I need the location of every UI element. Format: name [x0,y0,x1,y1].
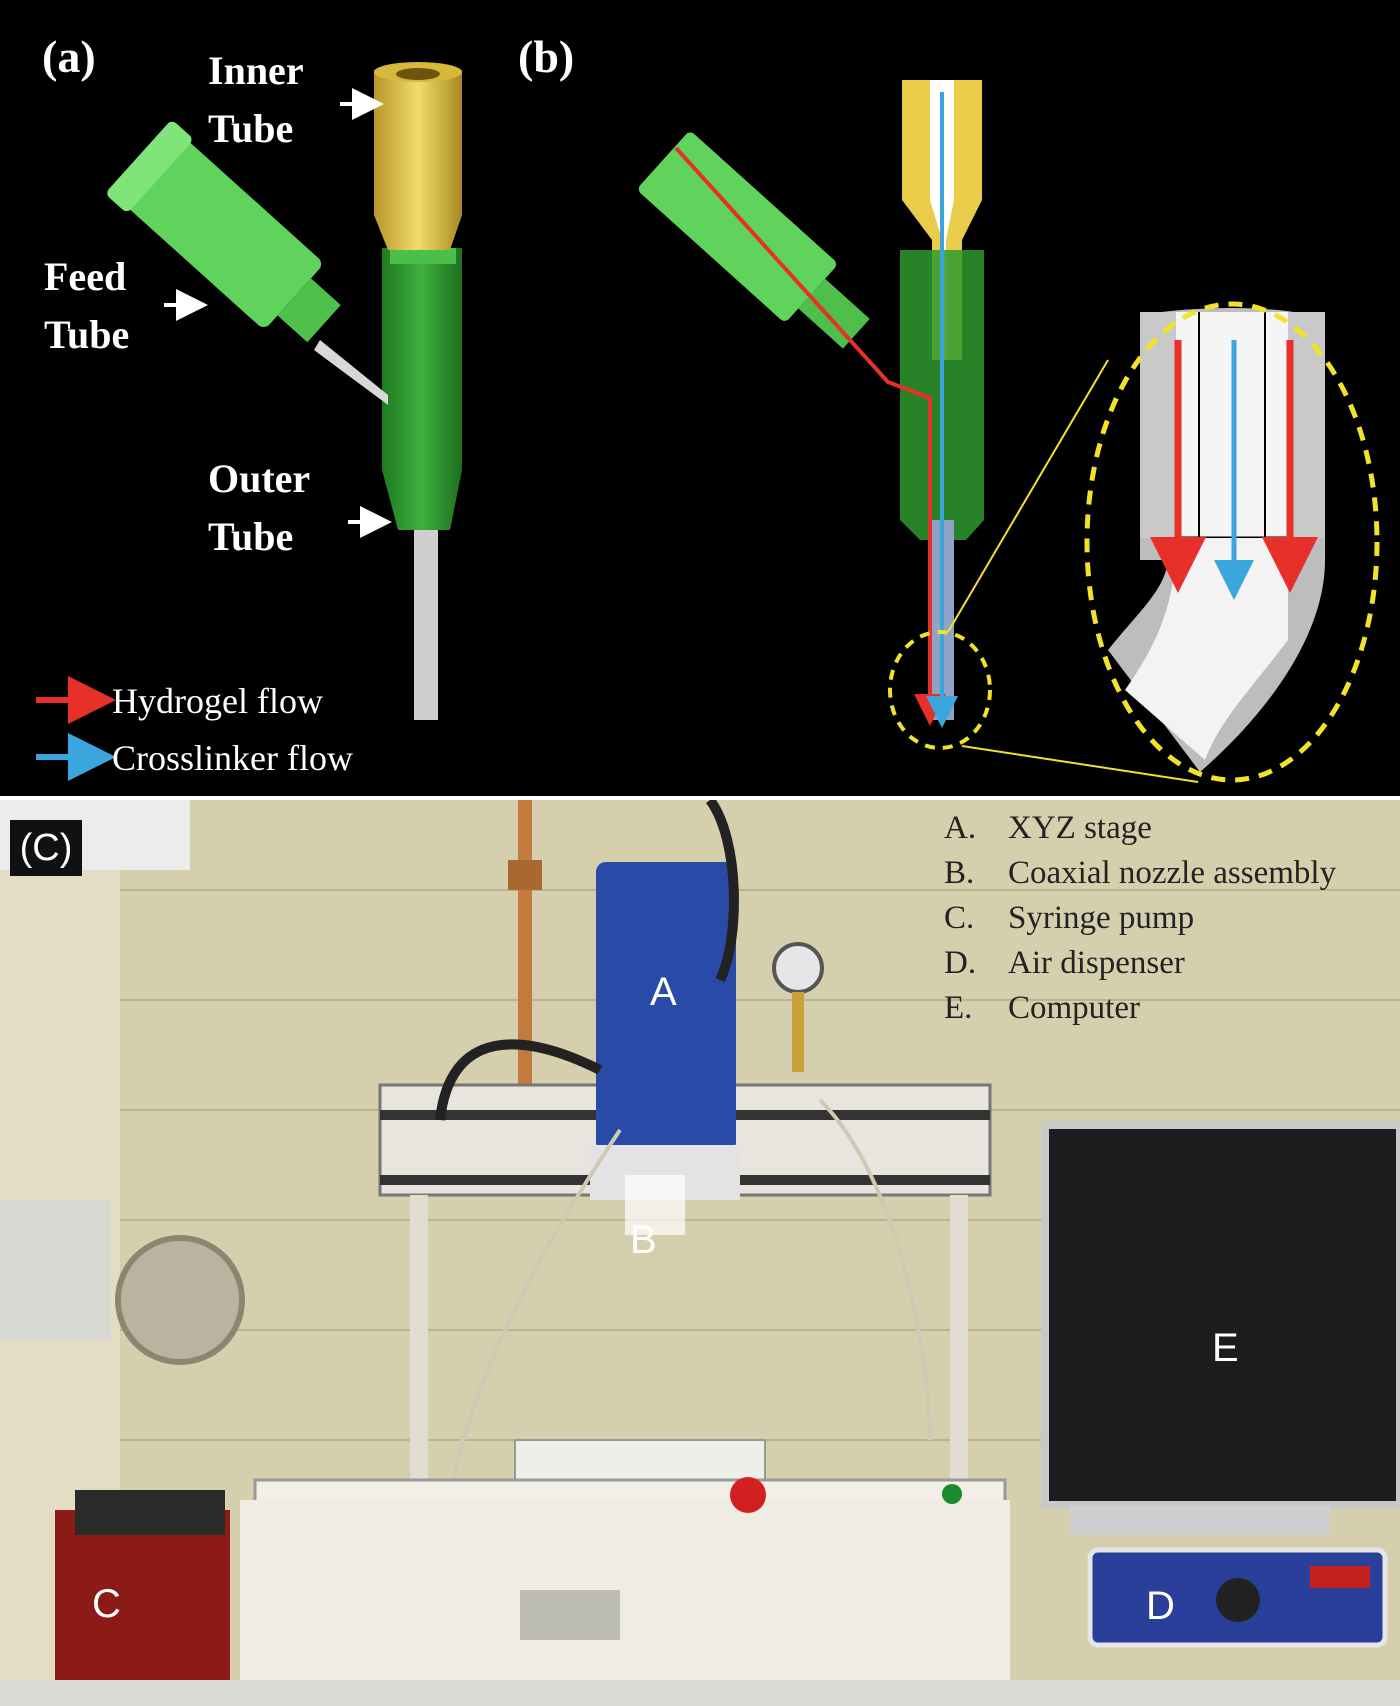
key-letter: D. [944,945,977,981]
computer-monitor [1041,1121,1400,1509]
syringe-pump [55,1510,230,1680]
feed-tube-label-line2: Tube [44,312,130,357]
outer-tube [382,248,462,530]
key-letter: E. [944,990,973,1026]
key-letter: B. [944,855,975,891]
hydrogel-flow-path [674,146,946,726]
panel-a-nozzle [107,62,462,720]
apparatus-photo [0,800,1400,1706]
panel-b-cross-section [638,80,1380,783]
inner-tube-label: Inner Tube [208,42,304,158]
inner-tube-label-line2: Tube [208,106,294,151]
key-row: B. Coaxial nozzle assembly [944,851,1384,896]
zoom-region [888,630,992,750]
component-key: A. XYZ stage B. Coaxial nozzle assembly C.… [944,806,1384,1031]
outer-tube-label-line1: Outer [208,456,311,501]
zoom-inset [1084,301,1380,783]
key-row: C. Syringe pump [944,896,1384,941]
crosslinker-legend-label: Crosslinker flow [112,738,353,778]
label-b-nozzle: B [630,1218,657,1262]
label-d-air-dispenser: D [1146,1584,1175,1628]
key-row: E. Computer [944,986,1384,1031]
outer-tube-label-line2: Tube [208,514,294,559]
xyz-head [596,862,736,1152]
hydrogel-legend-label: Hydrogel flow [112,681,323,721]
feed-tube-label: Feed Tube [44,248,129,364]
outer-needle [414,530,438,720]
schematic-drawing [36,62,1380,783]
schematic-panel [0,0,1400,796]
key-row: D. Air dispenser [944,941,1384,986]
panel-a-tag: (a) [42,31,96,82]
feed-tube [118,132,322,328]
key-text: Coaxial nozzle assembly [1008,855,1337,891]
outer-tube-label: Outer Tube [208,450,310,566]
key-text: Air dispenser [1008,945,1185,981]
feed-tube-section [638,132,837,321]
feed-tube-label-line1: Feed [44,254,127,299]
panel-b-tag: (b) [518,31,575,82]
key-text: Computer [1008,990,1140,1026]
key-text: XYZ stage [1008,810,1152,846]
label-a-xyz-stage: A [650,970,677,1014]
label-c-syringe-pump: C [92,1582,121,1626]
apparatus-drawing [0,800,1400,1706]
key-letter: A. [944,810,977,846]
label-e-computer: E [1212,1326,1239,1370]
panel-c-tag: (C) [10,820,82,876]
key-row: A. XYZ stage [944,806,1384,851]
key-letter: C. [944,900,975,936]
inner-tube-label-line1: Inner [208,48,304,93]
key-text: Syringe pump [1008,900,1195,936]
inner-tube [374,70,462,250]
estop-button [730,1477,766,1513]
